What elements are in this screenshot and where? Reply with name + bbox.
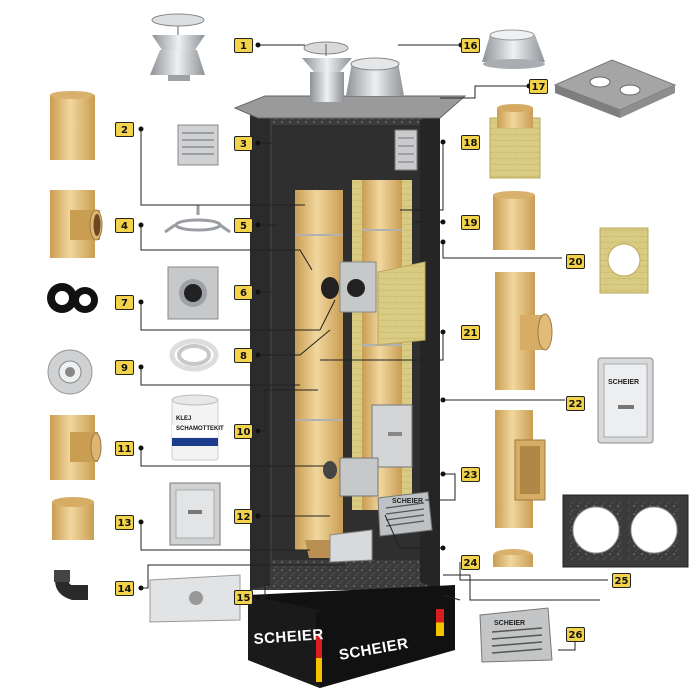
callout-17: 17 — [529, 79, 548, 94]
callout-14: 14 — [115, 581, 134, 596]
callout-24: 24 — [461, 555, 480, 570]
callout-7: 7 — [115, 295, 134, 310]
part-insulated-pipe-18 — [489, 104, 541, 179]
part-drain-elbow-14 — [54, 570, 88, 600]
callout-26: 26 — [566, 627, 585, 642]
callout-16: 16 — [461, 38, 480, 53]
part-sealing-cord-8 — [169, 338, 219, 372]
callout-15: 15 — [234, 590, 253, 605]
part-rain-cap-16 — [482, 29, 545, 69]
part-cover-slab-17 — [553, 59, 677, 118]
callout-6: 6 — [234, 285, 253, 300]
part-cleanout-door-22: SCHEIER — [597, 357, 654, 444]
part-seal-rings — [47, 283, 98, 313]
part-vent-plate-26: SCHEIER — [479, 607, 553, 663]
callout-22: 22 — [566, 396, 585, 411]
callout-1: 1 — [234, 38, 253, 53]
part-adhesive-bucket-10: KLEJ SCHAMOTTEKIT — [171, 394, 224, 461]
callout-10: 10 — [234, 424, 253, 439]
callout-13: 13 — [115, 515, 134, 530]
part-block-section-25 — [562, 494, 689, 568]
part-cleanout-door-12 — [169, 482, 221, 546]
plate-brand-text: SCHEIER — [392, 498, 423, 505]
callout-25: 25 — [612, 573, 631, 588]
bucket-label-2: SCHAMOTTEKIT — [176, 426, 224, 432]
vent-plate-brand-text: SCHEIER — [494, 620, 525, 627]
callout-19: 19 — [461, 215, 480, 230]
callout-5: 5 — [234, 218, 253, 233]
part-insulation-board-20 — [599, 227, 649, 294]
part-condensate-cup-13 — [52, 497, 94, 540]
part-ceramic-tee-21 — [495, 272, 553, 390]
callout-18: 18 — [461, 135, 480, 150]
part-ceramic-tee-4 — [50, 190, 103, 258]
callout-20: 20 — [566, 254, 585, 269]
part-collector-pipe-23 — [495, 410, 546, 528]
part-ceramic-pipe-2 — [50, 91, 95, 160]
part-vent-grille-3 — [177, 124, 219, 166]
callout-11: 11 — [115, 441, 134, 456]
callout-4: 4 — [115, 218, 134, 233]
door-brand-text: SCHEIER — [608, 379, 639, 386]
part-connector-plate-6 — [167, 266, 219, 320]
plinth-brand-left: SCHEIER — [253, 626, 324, 648]
chimney-cutaway: SCHEIER SCHEIER SCHEIER — [233, 41, 467, 688]
callout-21: 21 — [461, 325, 480, 340]
callout-3: 3 — [234, 136, 253, 151]
part-base-ring-24 — [493, 549, 533, 567]
bucket-label-1: KLEJ — [176, 416, 191, 422]
callout-8: 8 — [234, 348, 253, 363]
ceramic-flue-pipe-left — [295, 190, 343, 550]
part-duct-plate — [149, 574, 241, 623]
part-sealing-disc — [47, 349, 93, 395]
part-rain-cap-1 — [150, 13, 205, 81]
callout-23: 23 — [461, 467, 480, 482]
part-spacer-bracket-5 — [164, 205, 231, 234]
callout-12: 12 — [234, 509, 253, 524]
part-ceramic-tee-11 — [50, 415, 102, 480]
part-ceramic-pipe-19 — [493, 191, 535, 250]
callout-2: 2 — [115, 122, 134, 137]
callout-9: 9 — [115, 360, 134, 375]
leader-lines — [140, 44, 608, 651]
